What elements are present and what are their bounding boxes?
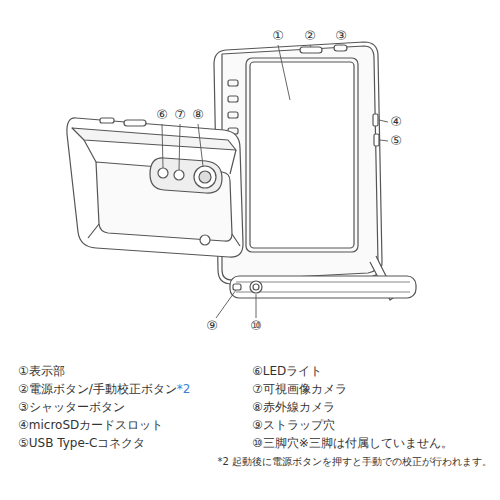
legend-item: ⑧赤外線カメラ [252,400,335,414]
callout-number: ④ [390,114,402,130]
callout-number: ⑤ [390,133,402,149]
legend-item: ②電源ボタン/手動校正ボタン [18,382,177,396]
legend-item: ⑨ストラップ穴 [252,418,335,432]
legend-item: ⑤USB Type-Cコネクタ [18,436,145,450]
legend-item: *2 [177,382,191,396]
callout-number: ⑦ [174,107,186,123]
legend-item: ①表示部 [18,364,65,378]
legend-item: ⑦可視画像カメラ [252,382,347,396]
callout-number: ⑥ [156,107,168,123]
callout-number: ③ [335,28,347,44]
legend-item: ⑥LEDライト [252,364,322,378]
legend-item: ③シャッターボタン [18,400,125,414]
callout-number: ⑨ [206,318,218,334]
callout-number: ① [272,28,284,44]
callout-number: ⑩ [250,318,262,334]
footnote: *2 起動後に電源ボタンを押すと手動での校正が行われます。 [217,456,492,468]
callout-number: ② [304,28,316,44]
legend-item: ④microSDカードスロット [18,418,163,432]
legend-item: ⑩三脚穴※三脚は付属していません。 [252,436,453,450]
callout-number: ⑧ [192,107,204,123]
